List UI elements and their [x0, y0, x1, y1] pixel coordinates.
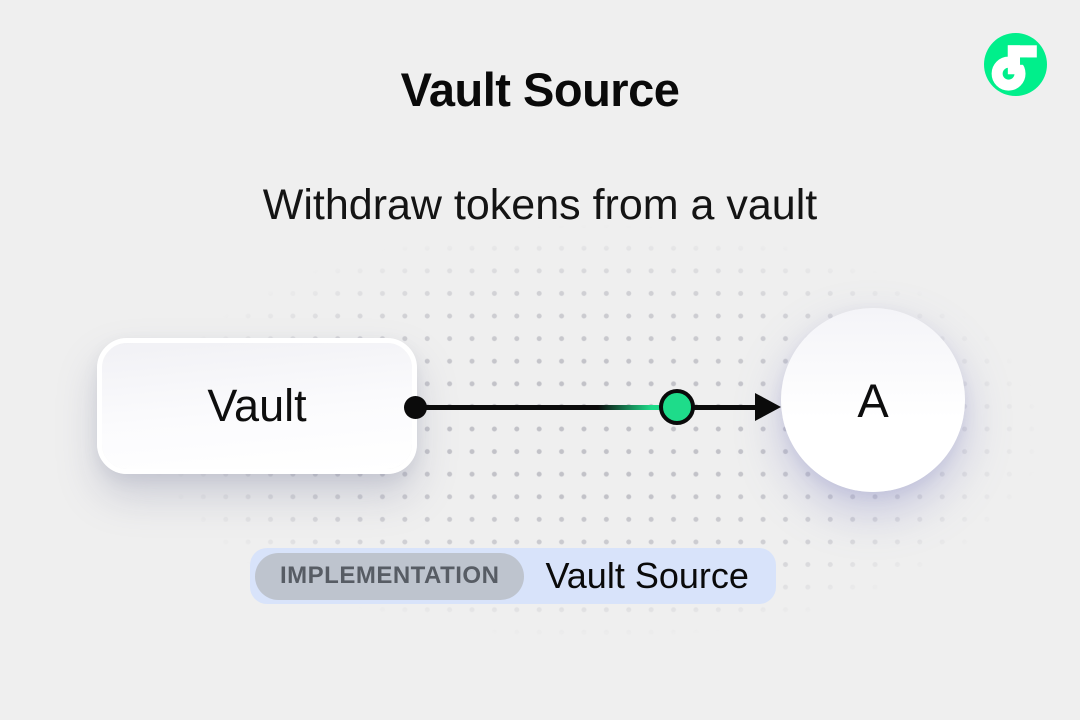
account-node-label: A	[857, 373, 889, 427]
page-title: Vault Source	[400, 63, 680, 116]
edge-line	[415, 405, 761, 410]
implementation-badge: IMPLEMENTATION Vault Source	[250, 548, 776, 604]
flow-logo-bar	[1007, 45, 1037, 58]
implementation-badge-label: Vault Source	[545, 555, 749, 596]
page-subtitle: Withdraw tokens from a vault	[262, 181, 818, 229]
arrowhead-icon	[755, 393, 781, 421]
vault-node: Vault	[97, 338, 417, 474]
flow-logo-icon	[984, 33, 1047, 96]
account-node: A	[781, 308, 965, 492]
edge-start-dot	[404, 396, 427, 419]
implementation-tag: IMPLEMENTATION	[255, 552, 525, 600]
flow-logo-notch	[1020, 57, 1028, 65]
vault-node-label: Vault	[207, 380, 307, 431]
edge-green-trail	[598, 405, 661, 410]
token-dot	[659, 389, 695, 425]
